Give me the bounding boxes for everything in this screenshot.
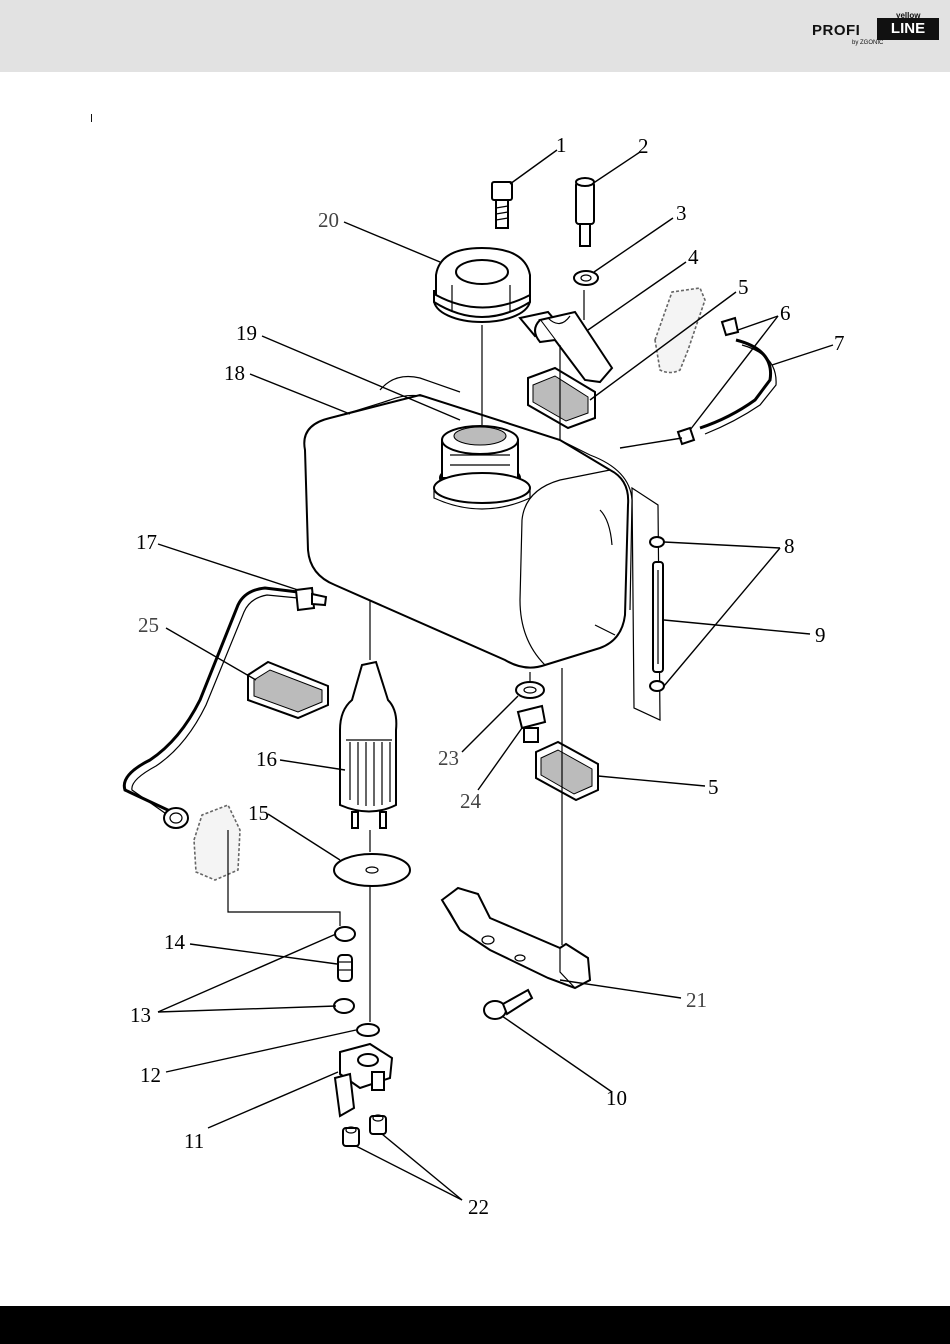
bolt-part-1 [492, 182, 512, 228]
spacer-block-25 [248, 662, 328, 718]
washer-part-12 [357, 1024, 379, 1036]
hose-clamp-13-lower [334, 999, 354, 1013]
callout-5-lower: 5 [708, 775, 719, 799]
nut-part-22-right [370, 1115, 386, 1134]
hose-clamp-13-upper [335, 927, 355, 941]
ghost-fuel-cap-part [655, 288, 705, 373]
callout-25: 25 [138, 613, 159, 637]
fuel-level-gauge [632, 488, 664, 720]
callout-24: 24 [460, 789, 482, 813]
gasket-plate-15 [334, 854, 410, 886]
nut-part-22-left [343, 1127, 359, 1146]
callout-11: 11 [184, 1129, 204, 1153]
callout-15: 15 [248, 801, 269, 825]
callout-6: 6 [780, 301, 791, 325]
bottom-bracket-21 [442, 888, 590, 988]
callout-14: 14 [164, 930, 186, 954]
bolt-part-10 [484, 990, 532, 1019]
exploded-parts-diagram: 1 2 3 4 5 6 7 8 9 5 21 10 20 19 18 17 25… [0, 0, 950, 1300]
fuel-valve-11 [335, 1044, 392, 1116]
callout-21: 21 [686, 988, 707, 1012]
callout-16: 16 [256, 747, 277, 771]
callout-20: 20 [318, 208, 339, 232]
filler-strainer [434, 426, 530, 509]
hose-piece-14 [338, 955, 352, 981]
page-footer-bar [0, 1306, 950, 1344]
drain-washer-23 [516, 682, 544, 698]
callout-4: 4 [688, 245, 699, 269]
callout-18: 18 [224, 361, 245, 385]
callout-17: 17 [136, 530, 157, 554]
callout-19: 19 [236, 321, 257, 345]
stud-part-2 [576, 178, 594, 246]
fuel-filter-16 [340, 662, 396, 828]
callout-13: 13 [130, 1003, 151, 1027]
callout-12: 12 [140, 1063, 161, 1087]
callout-3: 3 [676, 201, 687, 225]
callout-9: 9 [815, 623, 826, 647]
callout-22: 22 [468, 1195, 489, 1219]
callout-5-upper: 5 [738, 275, 749, 299]
washer-part-3 [574, 271, 598, 285]
callout-1: 1 [556, 133, 567, 157]
rubber-pad-5-lower [536, 742, 598, 800]
callout-2: 2 [638, 134, 649, 158]
callout-7: 7 [834, 331, 845, 355]
drain-plug-24 [518, 706, 545, 742]
callout-23: 23 [438, 746, 459, 770]
ghost-fuel-valve [194, 805, 240, 880]
callout-8: 8 [784, 534, 795, 558]
callout-10: 10 [606, 1086, 627, 1110]
